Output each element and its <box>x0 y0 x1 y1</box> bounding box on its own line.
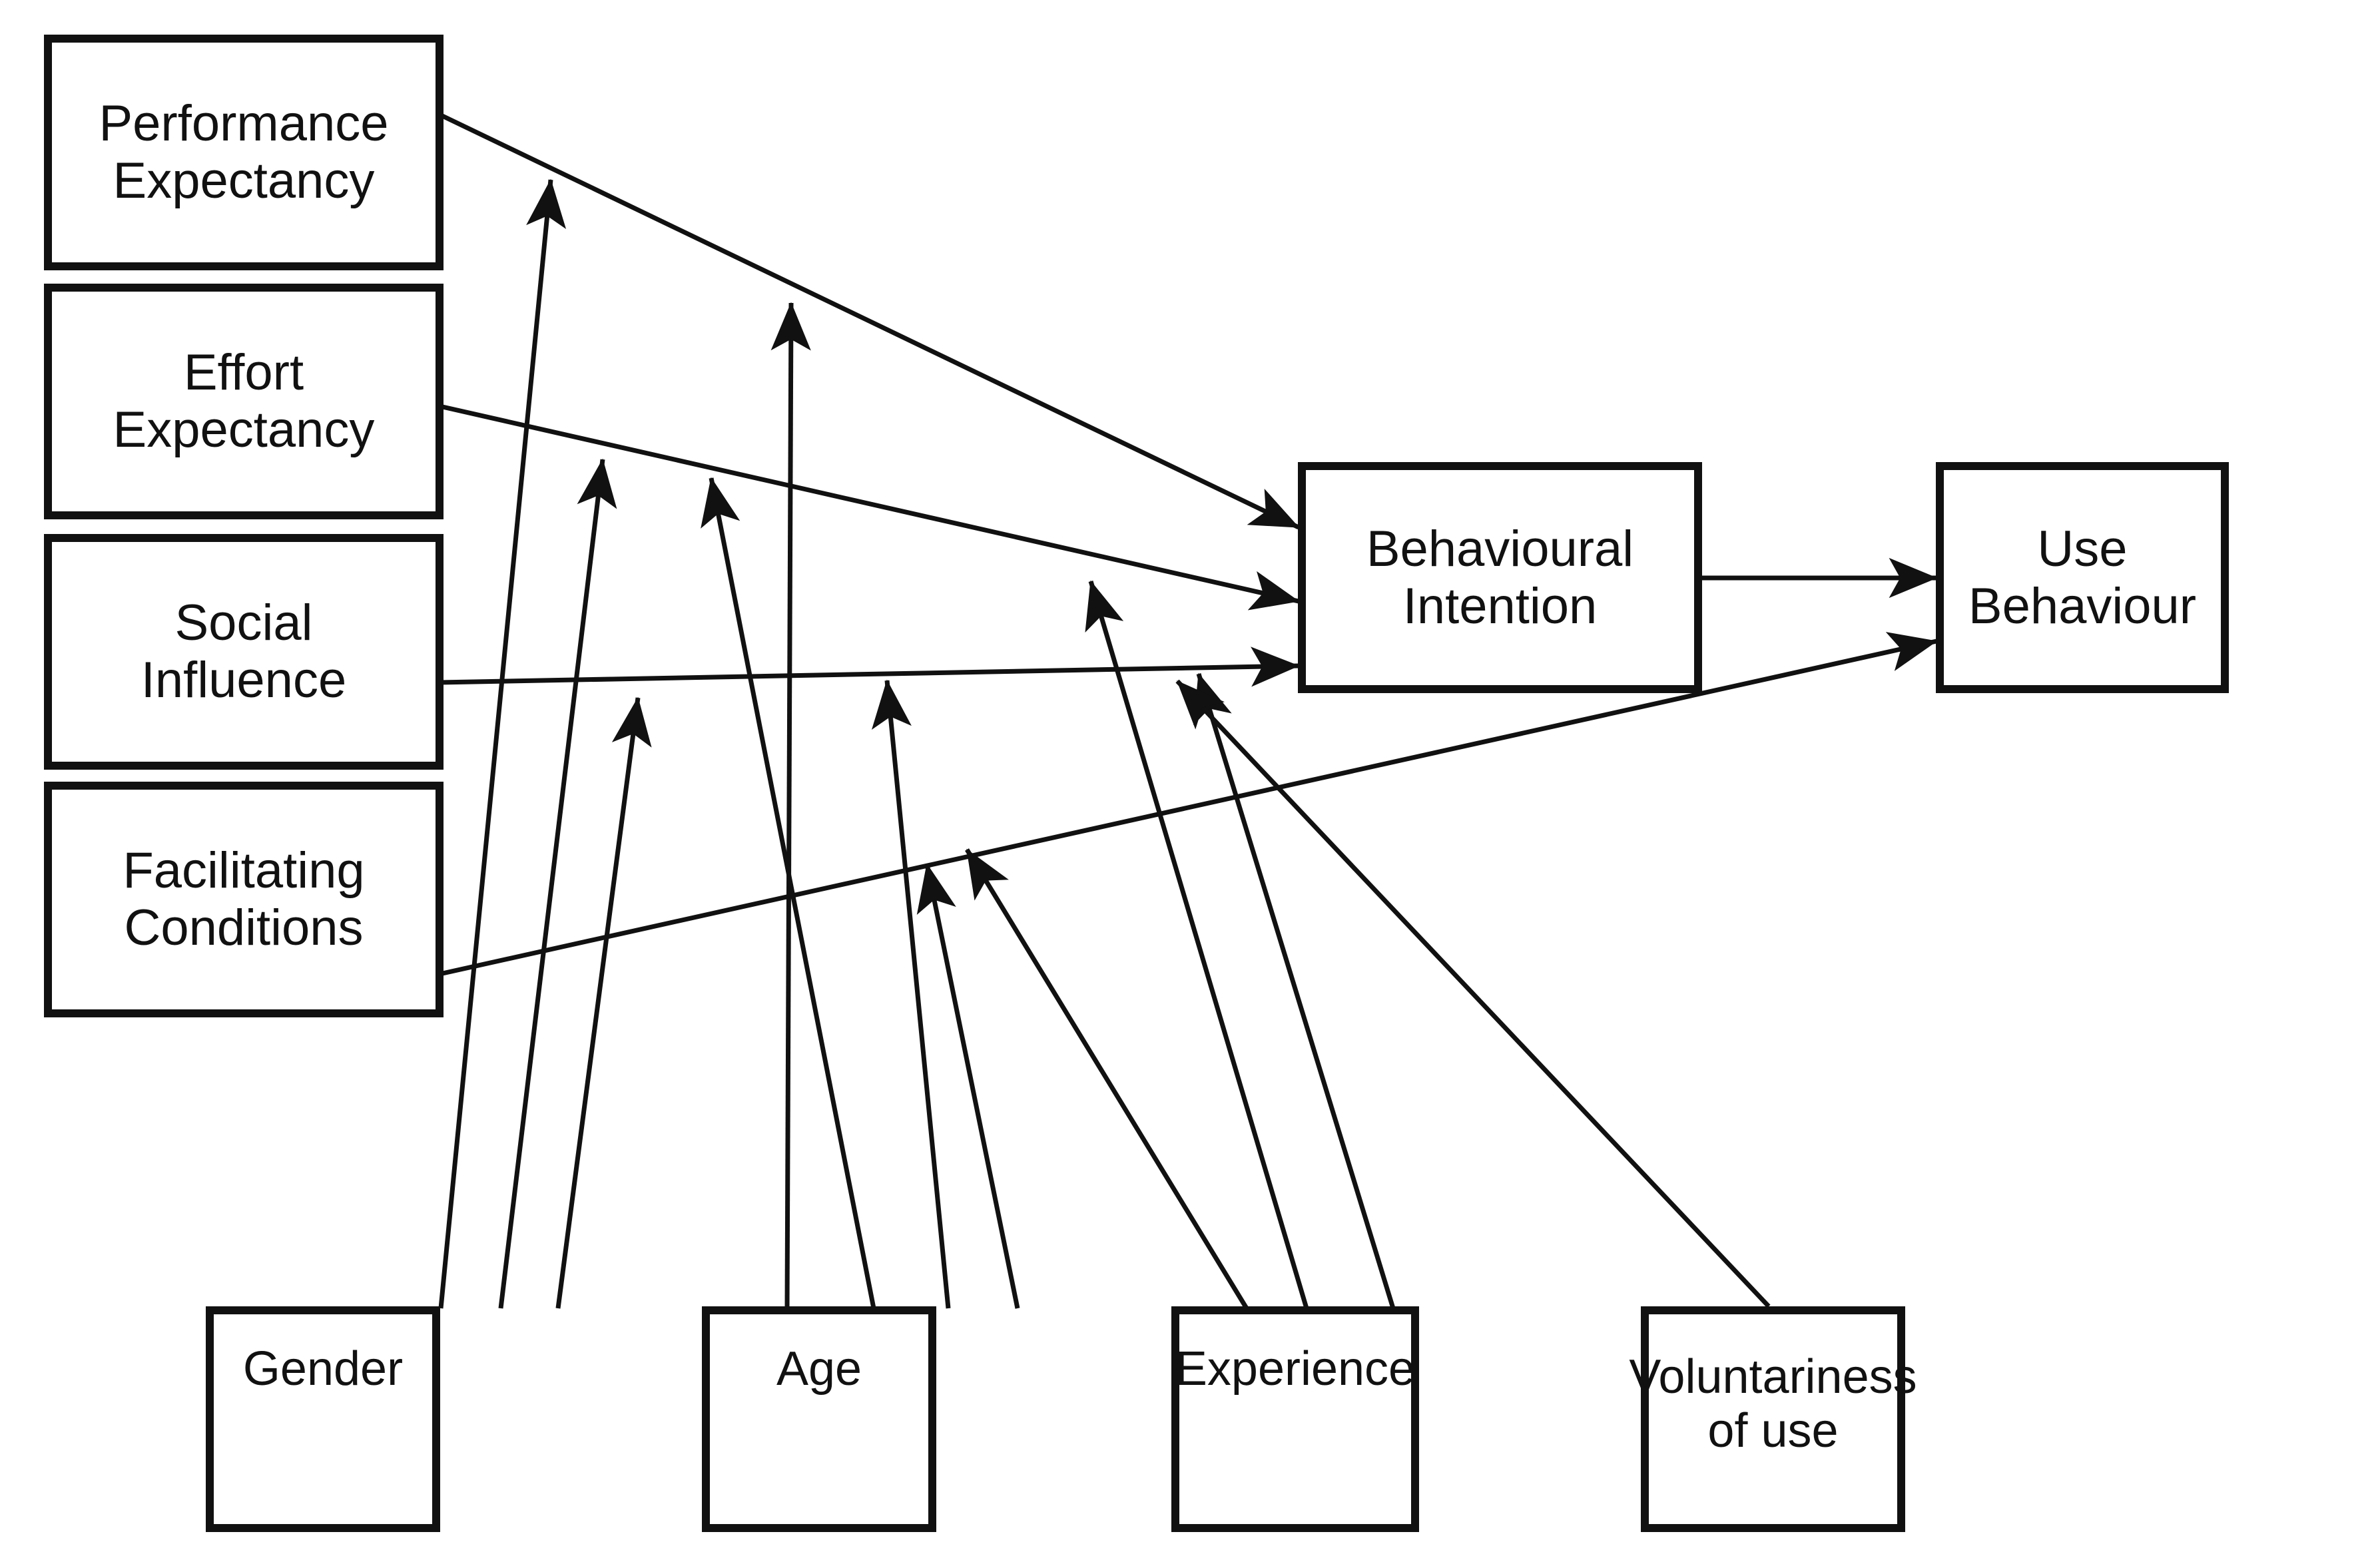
node-layer <box>44 35 2229 1532</box>
node-box-social-influence[interactable] <box>44 534 444 770</box>
experience-to-effort-expectancy-link <box>965 848 1249 1310</box>
age-to-performance-expectancy-link <box>770 302 811 1309</box>
node-box-use-behaviour[interactable] <box>1936 462 2229 693</box>
age-to-effort-expectancy-link <box>701 477 876 1309</box>
node-box-voluntariness-of-use[interactable] <box>1641 1306 1905 1532</box>
performance-expectancy-to-behavioural-intention <box>438 112 1300 530</box>
age-to-social-influence-link <box>871 679 951 1309</box>
node-box-performance-expectancy[interactable] <box>44 35 444 270</box>
effort-expectancy-to-behavioural-intention <box>439 403 1300 611</box>
node-box-facilitating-conditions[interactable] <box>44 782 444 1017</box>
node-box-behavioural-intention[interactable] <box>1298 462 1702 693</box>
node-box-age[interactable] <box>702 1306 936 1532</box>
gender-to-performance-expectancy-link <box>438 178 567 1309</box>
age-to-facilitating-conditions-link <box>916 863 1020 1309</box>
experience-to-behavioural-intention <box>1193 672 1396 1310</box>
social-influence-to-behavioural-intention <box>439 647 1300 687</box>
node-box-gender[interactable] <box>206 1306 440 1532</box>
gender-to-social-influence-link <box>555 696 652 1309</box>
edge-layer <box>438 112 1938 1310</box>
experience-to-social-influence-link <box>1085 580 1309 1309</box>
node-box-effort-expectancy[interactable] <box>44 284 444 519</box>
voluntariness-to-social-influence-link <box>1175 679 1771 1308</box>
facilitating-conditions-to-use-behaviour <box>439 632 1938 977</box>
gender-to-effort-expectancy-link <box>498 458 617 1309</box>
node-box-experience[interactable] <box>1171 1306 1419 1532</box>
